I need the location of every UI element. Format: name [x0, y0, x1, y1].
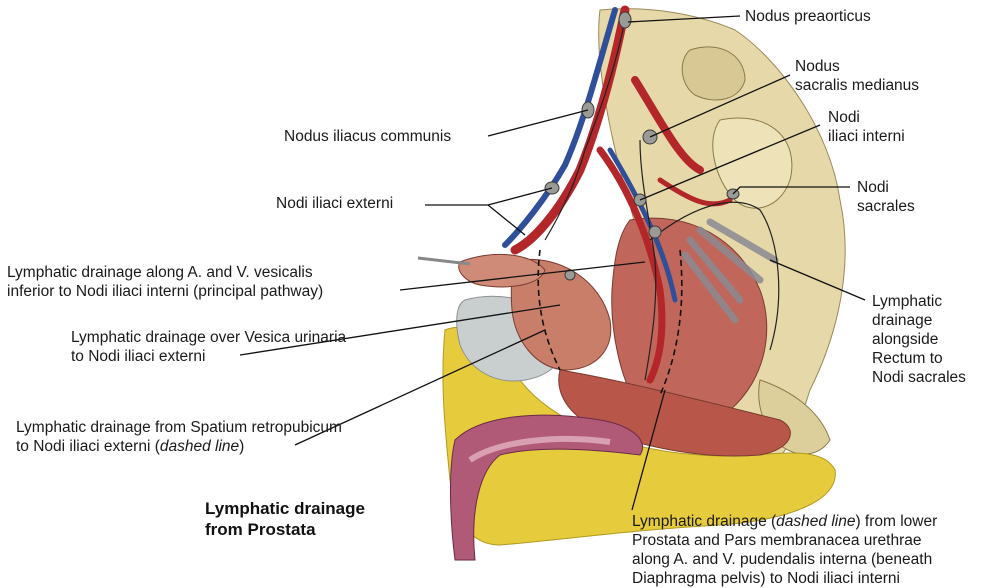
vertebra-body — [681, 46, 746, 101]
leader-nodus-preaorticus — [627, 15, 741, 23]
label-nodi-sacrales-line1: Nodi — [857, 179, 889, 196]
label-vesicalis-line2: inferior to Nodi iliaci interni (princip… — [7, 283, 324, 300]
label-retropubicum-line2: to Nodi iliaci externi (dashed line) — [16, 438, 245, 455]
sacral-plexus — [681, 218, 779, 324]
label-rectum-line5: Nodi sacrales — [872, 369, 966, 386]
figure-caption: Lymphatic drainage from Prostata — [205, 498, 365, 540]
label-vesicalis-line1: Lymphatic drainage along A. and V. vesic… — [7, 264, 313, 281]
label-rectum-line3: alongside — [872, 331, 939, 348]
prostate — [510, 258, 612, 371]
label-nodus-preaorticus: Nodus preaorticus — [745, 8, 871, 25]
label-nodi-sacrales-line2: sacrales — [857, 198, 915, 215]
label-pudendalis-line1: Lymphatic drainage (dashed line) from lo… — [632, 513, 938, 530]
dashed-lymph-vessels — [537, 249, 683, 396]
caption-line1: Lymphatic drainage — [205, 499, 365, 518]
caption-line2: from Prostata — [205, 520, 316, 539]
sacral-bone-lower — [712, 117, 793, 209]
seminal-vesicle — [458, 253, 546, 288]
lymph-vessels — [544, 19, 780, 381]
label-pudendalis-line3: along A. and V. pudendalis interna (bene… — [632, 551, 933, 568]
leader-retropubicum — [294, 329, 546, 446]
leader-rectum — [769, 259, 866, 301]
label-nodi-iliaci-interni-line2: iliaci interni — [828, 128, 905, 145]
label-rectum-line2: drainage — [872, 312, 933, 329]
label-pudendalis-line4: Diaphragma pelvis) to Nodi iliaci intern… — [632, 570, 900, 587]
label-nodus-sacralis-medianus-line1: Nodus — [795, 58, 840, 75]
leader-vesicalis — [399, 261, 646, 291]
penis — [450, 414, 643, 561]
label-nodus-sacralis-medianus-line2: sacralis medianus — [795, 77, 920, 94]
label-vesica-line2: to Nodi iliaci externi — [71, 348, 206, 365]
label-rectum-line4: Rectum to — [872, 350, 943, 367]
label-nodus-iliacus-communis: Nodus iliacus communis — [284, 128, 452, 145]
label-nodi-iliaci-externi: Nodi iliaci externi — [276, 195, 394, 212]
leader-nodus-iliacus-communis — [487, 109, 589, 137]
label-rectum-line1: Lymphatic — [872, 293, 943, 310]
leader-nodus-sacralis-medianus — [649, 74, 791, 138]
label-pudendalis-line2: Prostata and Pars membranacea urethrae — [632, 532, 922, 549]
urethra-shaft — [468, 436, 611, 463]
leader-nodi-iliaci-externi-2 — [487, 204, 526, 236]
label-nodi-iliaci-interni-line1: Nodi — [828, 109, 860, 126]
label-retropubicum-line1: Lymphatic drainage from Spatium retropub… — [16, 419, 342, 436]
leader-nodi-sacrales — [732, 186, 850, 195]
leader-nodi-iliaci-interni — [639, 124, 821, 201]
probe — [417, 256, 471, 266]
label-vesica-line1: Lymphatic drainage over Vesica urinaria — [71, 329, 347, 346]
leader-nodi-iliaci-externi — [425, 187, 553, 206]
vessels — [502, 5, 733, 384]
leader-vesica — [239, 304, 561, 356]
leader-pudendalis — [631, 389, 666, 511]
